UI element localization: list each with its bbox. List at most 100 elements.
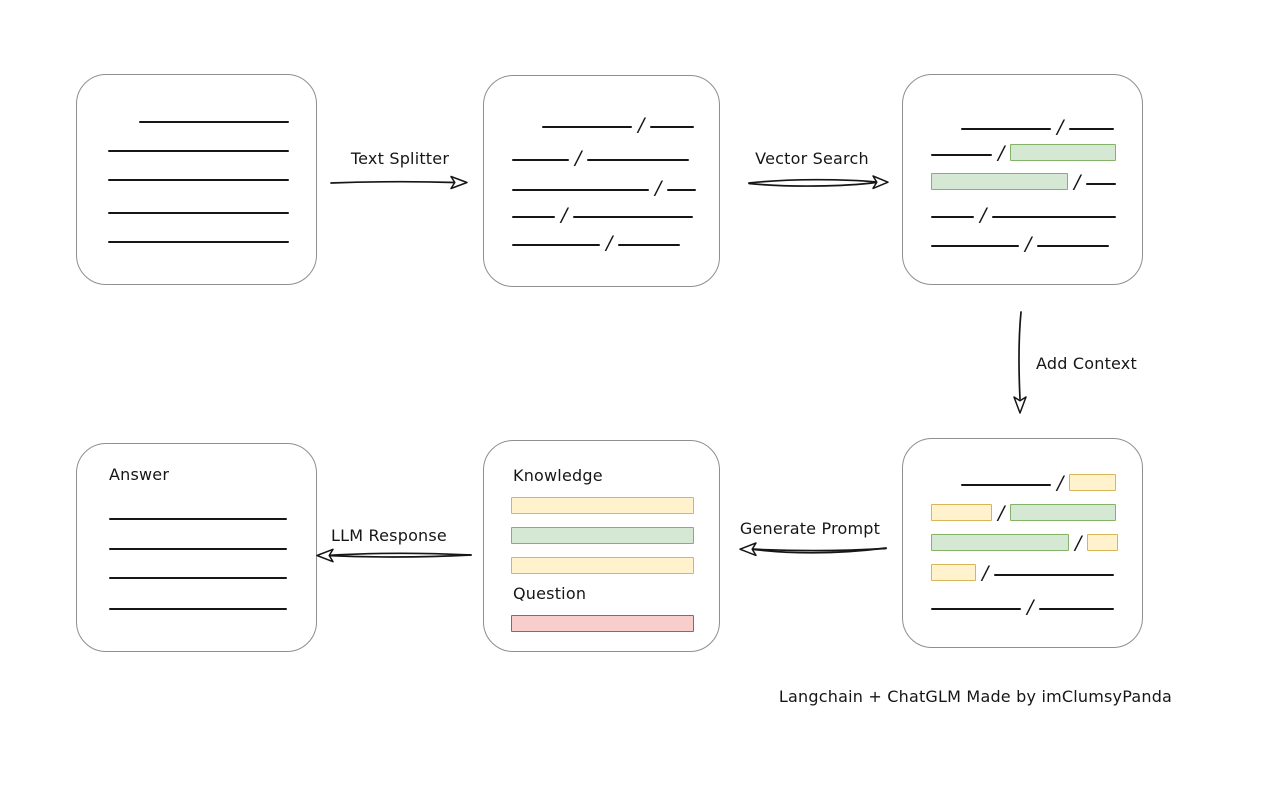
slash-separator: / [998, 502, 1005, 524]
llm-response-label: LLM Response [331, 526, 447, 545]
add-context-arrow [1013, 311, 1027, 414]
text-splitter-arrow [330, 175, 468, 190]
matched-chunks-box: / / / / / [902, 74, 1143, 285]
slash-separator: / [1057, 472, 1064, 494]
chunk-row: / [512, 142, 690, 168]
chunk-row: / [931, 199, 1117, 225]
text-line [994, 574, 1115, 576]
chunk-row [108, 162, 289, 182]
text-line [1037, 245, 1110, 247]
knowledge-bar-2 [511, 527, 694, 544]
context-chunk-highlight [1069, 474, 1117, 491]
text-line [1086, 183, 1117, 185]
generate-prompt-arrow [739, 542, 887, 557]
slash-separator: / [575, 147, 582, 169]
text-line [961, 128, 1051, 130]
chunk-row: / [931, 591, 1115, 617]
matched-chunk-highlight [1010, 144, 1117, 161]
text-line [542, 126, 632, 128]
diagram-caption: Langchain + ChatGLM Made by imClumsyPand… [778, 687, 1173, 706]
chunk-row: / [931, 557, 1115, 583]
chunk-row [108, 224, 289, 244]
add-context-label: Add Context [1036, 354, 1137, 373]
text-line [961, 484, 1051, 486]
chunk-row: / [931, 228, 1110, 254]
text-line [109, 608, 287, 610]
chunk-row: / [512, 199, 694, 225]
text-splitter-label: Text Splitter [350, 149, 450, 168]
text-line [618, 244, 681, 246]
text-line [109, 577, 287, 579]
answer-label: Answer [109, 465, 170, 484]
text-line [667, 189, 697, 191]
slash-separator: / [606, 232, 613, 254]
text-line [109, 548, 287, 550]
slash-separator: / [638, 114, 645, 136]
matched-chunk-highlight [931, 173, 1068, 190]
chunk-row: / [512, 227, 681, 253]
answer-box: Answer [76, 443, 317, 652]
chunk-row [108, 133, 289, 153]
llm-response-arrow [316, 548, 472, 563]
slash-separator: / [1075, 532, 1082, 554]
text-line [512, 159, 569, 161]
text-line [108, 179, 289, 181]
chunk-row [108, 195, 289, 215]
chunk-row: / [931, 527, 1119, 553]
context-chunk-highlight [931, 564, 976, 581]
chunk-row: / [931, 166, 1117, 192]
slash-separator: / [1027, 596, 1034, 618]
slash-separator: / [982, 562, 989, 584]
prompt-box: Knowledge Question [483, 440, 720, 652]
chunk-row [139, 104, 289, 124]
chunk-row [109, 531, 287, 551]
text-line [931, 154, 992, 156]
slash-separator: / [980, 204, 987, 226]
text-line [587, 159, 690, 161]
slash-separator: / [655, 177, 662, 199]
text-line [108, 212, 289, 214]
knowledge-bar-1 [511, 497, 694, 514]
context-chunks-box: / / / / / [902, 438, 1143, 648]
chunk-row [109, 501, 287, 521]
text-line [512, 189, 649, 191]
knowledge-bar-3 [511, 557, 694, 574]
chunk-row: / [961, 111, 1115, 137]
text-line [1069, 128, 1115, 130]
vector-search-arrow [748, 175, 889, 190]
chunk-row [109, 560, 287, 580]
matched-chunk-highlight [931, 534, 1069, 551]
chunk-row: / [961, 467, 1117, 493]
text-line [512, 216, 555, 218]
text-line [108, 150, 289, 152]
context-chunk-highlight [931, 504, 992, 521]
text-line [573, 216, 694, 218]
matched-chunk-highlight [1010, 504, 1117, 521]
slash-separator: / [561, 204, 568, 226]
context-chunk-highlight [1087, 534, 1119, 551]
document-box [76, 74, 317, 285]
chunk-row [109, 591, 287, 611]
slash-separator: / [1074, 171, 1081, 193]
text-line [931, 608, 1021, 610]
text-line [512, 244, 600, 246]
text-line [1039, 608, 1115, 610]
chunk-row: / [512, 172, 697, 198]
slash-separator: / [1057, 116, 1064, 138]
text-line [108, 241, 289, 243]
chunk-row: / [931, 497, 1117, 523]
question-label: Question [513, 584, 587, 603]
slash-separator: / [1025, 233, 1032, 255]
vector-search-label: Vector Search [755, 149, 869, 168]
slash-separator: / [998, 142, 1005, 164]
split-chunks-box: / / / / / [483, 75, 720, 287]
text-line [931, 245, 1019, 247]
text-line [109, 518, 287, 520]
chunk-row: / [931, 137, 1117, 163]
chunk-row: / [542, 109, 695, 135]
text-line [139, 121, 289, 123]
text-line [992, 216, 1117, 218]
text-line [650, 126, 695, 128]
generate-prompt-label: Generate Prompt [739, 519, 881, 538]
